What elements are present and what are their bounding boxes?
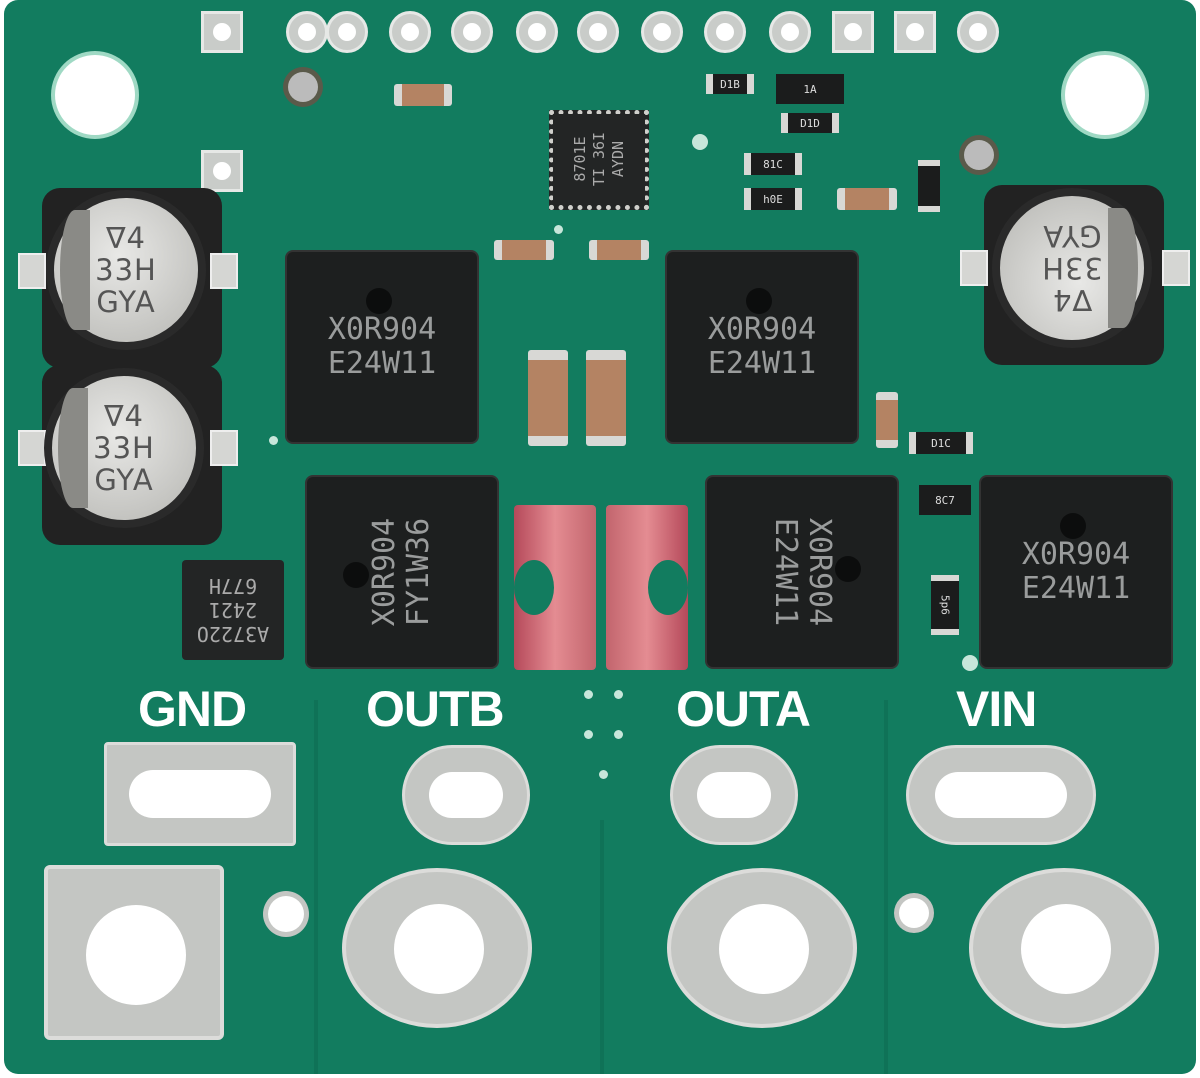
capacitor-lead (210, 253, 238, 289)
via (554, 225, 563, 234)
diode: 5p6 (931, 575, 959, 635)
header-pin (286, 11, 328, 53)
label-vin: VIN (956, 681, 1037, 737)
smd-resistor: D1C (909, 432, 973, 454)
smd-capacitor (589, 240, 649, 260)
via (692, 134, 708, 150)
capacitor-lead (1162, 250, 1190, 286)
smd-capacitor (494, 240, 554, 260)
header-pin (894, 11, 936, 53)
label-gnd: GND (138, 681, 247, 737)
smd-capacitor (394, 84, 452, 106)
via (614, 730, 623, 739)
outb-slot-pad (402, 745, 530, 845)
plane-gap (600, 820, 604, 1074)
header-pin (769, 11, 811, 53)
header-pin (641, 11, 683, 53)
plane-gap (314, 700, 318, 1074)
gnd-slot-pad (104, 742, 296, 846)
via (962, 655, 978, 671)
via (584, 690, 593, 699)
via-pad (288, 72, 318, 102)
header-pin (326, 11, 368, 53)
capacitor-lead (18, 430, 46, 466)
gnd-round-pad (44, 865, 224, 1040)
diode: 1A (776, 74, 844, 104)
mounting-hole (55, 55, 135, 135)
capacitor-lead (960, 250, 988, 286)
outa-round-pad (667, 868, 857, 1028)
smd-capacitor (837, 188, 897, 210)
header-pin (201, 11, 243, 53)
smd-resistor: D1B (706, 74, 754, 94)
mounting-hole (1065, 55, 1145, 135)
smd-capacitor (876, 392, 898, 448)
vin-slot-pad (906, 745, 1096, 845)
via (599, 770, 608, 779)
via-pad (964, 140, 994, 170)
smd-resistor: 81C (744, 153, 802, 175)
smd-resistor (918, 160, 940, 212)
via (614, 690, 623, 699)
smd-capacitor (528, 350, 568, 446)
driver-ic: 8701E TI 36I AYDN (553, 114, 645, 204)
capacitor-lead (18, 253, 46, 289)
label-outa: OUTA (676, 681, 811, 737)
ic-marking: 8701E (570, 136, 589, 182)
shunt-resistor (514, 505, 596, 670)
header-pin (389, 11, 431, 53)
ic-marking: TI 36I (589, 131, 608, 187)
header-pin (704, 11, 746, 53)
label-outb: OUTB (366, 681, 505, 737)
smd-resistor: D1D (781, 113, 839, 133)
transistor: 8C7 (919, 485, 971, 515)
header-pin (832, 11, 874, 53)
shunt-resistor (606, 505, 688, 670)
smd-resistor: h0E (744, 188, 802, 210)
outb-round-pad (342, 868, 532, 1028)
header-pin (957, 11, 999, 53)
mounting-via (268, 896, 304, 932)
smd-capacitor (586, 350, 626, 446)
capacitor-lead (210, 430, 238, 466)
header-pin (577, 11, 619, 53)
ic-marking: AYDN (608, 140, 627, 178)
via (269, 436, 278, 445)
via (584, 730, 593, 739)
vin-round-pad (969, 868, 1159, 1028)
header-pin (516, 11, 558, 53)
plane-gap (884, 700, 888, 1074)
header-pin (451, 11, 493, 53)
outa-slot-pad (670, 745, 798, 845)
mounting-via (899, 898, 929, 928)
header-pin (201, 150, 243, 192)
